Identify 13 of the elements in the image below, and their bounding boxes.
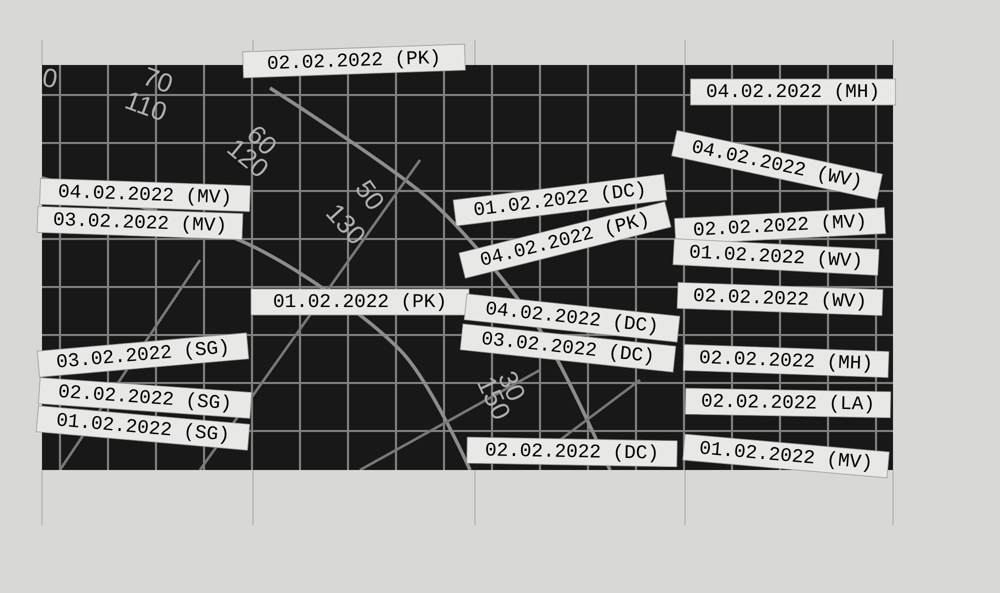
label-strip: 03.02.2022 (SG)	[36, 332, 250, 378]
label-strip: 01.02.2022 (MV)	[682, 434, 890, 478]
dial-number: 0	[43, 68, 56, 88]
label-strip: 02.02.2022 (PK)	[242, 44, 466, 78]
label-strip: 02.02.2022 (MV)	[674, 207, 886, 245]
dial-number: 70	[146, 66, 172, 92]
label-strip: 03.02.2022 (MV)	[36, 206, 244, 240]
label-strip: 01.02.2022 (PK)	[250, 288, 470, 316]
label-strip: 01.02.2022 (WV)	[672, 238, 880, 276]
label-strip: 04.02.2022 (MH)	[690, 78, 896, 106]
dial-number: 110	[125, 92, 166, 120]
label-strip: 02.02.2022 (MH)	[682, 344, 890, 378]
label-strip: 02.02.2022 (WV)	[676, 282, 884, 316]
